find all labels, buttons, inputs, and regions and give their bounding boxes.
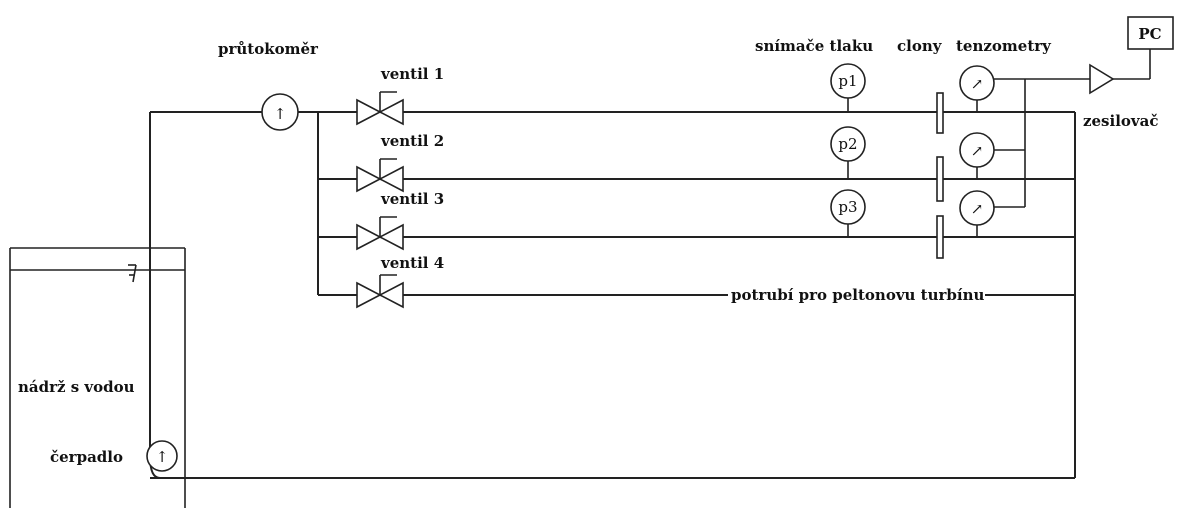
orifice-1 — [936, 92, 944, 134]
pump-label: čerpadlo — [50, 448, 123, 466]
gauge-arrow-icon: ↗ — [971, 200, 984, 218]
water-level-icon — [128, 264, 137, 283]
strain-gauge-3: ↗ — [959, 190, 995, 237]
gauge-arrow-icon: ↗ — [971, 75, 984, 93]
valve-2-label: ventil 2 — [380, 132, 444, 150]
signal-wiring — [994, 78, 1090, 208]
pelton-pipe-label: potrubí pro peltonovu turbínu — [731, 286, 985, 304]
orifices-label: clony — [897, 37, 943, 55]
pressure-sensor-p1: p1 — [830, 63, 866, 112]
valve-4-label: ventil 4 — [380, 254, 444, 272]
pressure-sensor-p2: p2 — [830, 126, 866, 179]
valve-3-label: ventil 3 — [380, 190, 444, 208]
valve-1 — [356, 91, 404, 126]
strain-gauge-2: ↗ — [959, 132, 995, 179]
amplifier-symbol — [1089, 63, 1115, 95]
pump-arrow-icon: ↑ — [156, 448, 169, 466]
p2-label: p2 — [838, 135, 857, 153]
orifice-2 — [936, 156, 944, 202]
orifice-3 — [936, 215, 944, 259]
pc-label: PC — [1138, 25, 1161, 43]
flowmeter-label: průtokoměr — [218, 40, 319, 58]
valve-4 — [356, 274, 404, 309]
p3-label: p3 — [838, 198, 857, 216]
flowmeter: ↑ — [261, 93, 299, 131]
valve-3 — [356, 216, 404, 251]
gauge-arrow-icon: ↗ — [971, 142, 984, 160]
p1-label: p1 — [838, 72, 857, 90]
amplifier-label: zesilovač — [1083, 112, 1158, 130]
strain-gauges-label: tenzometry — [956, 37, 1052, 55]
valve-1-label: ventil 1 — [380, 65, 444, 83]
strain-gauge-1: ↗ — [959, 65, 995, 112]
pressure-sensors-label: snímače tlaku — [755, 37, 873, 55]
water-tank — [9, 247, 186, 508]
tank-label: nádrž s vodou — [18, 378, 135, 396]
pump: ↑ — [146, 440, 178, 472]
valve-2 — [356, 158, 404, 193]
pc-box — [1127, 16, 1174, 50]
flowmeter-arrow-icon: ↑ — [274, 105, 287, 123]
pressure-sensor-p3: p3 — [830, 189, 866, 237]
